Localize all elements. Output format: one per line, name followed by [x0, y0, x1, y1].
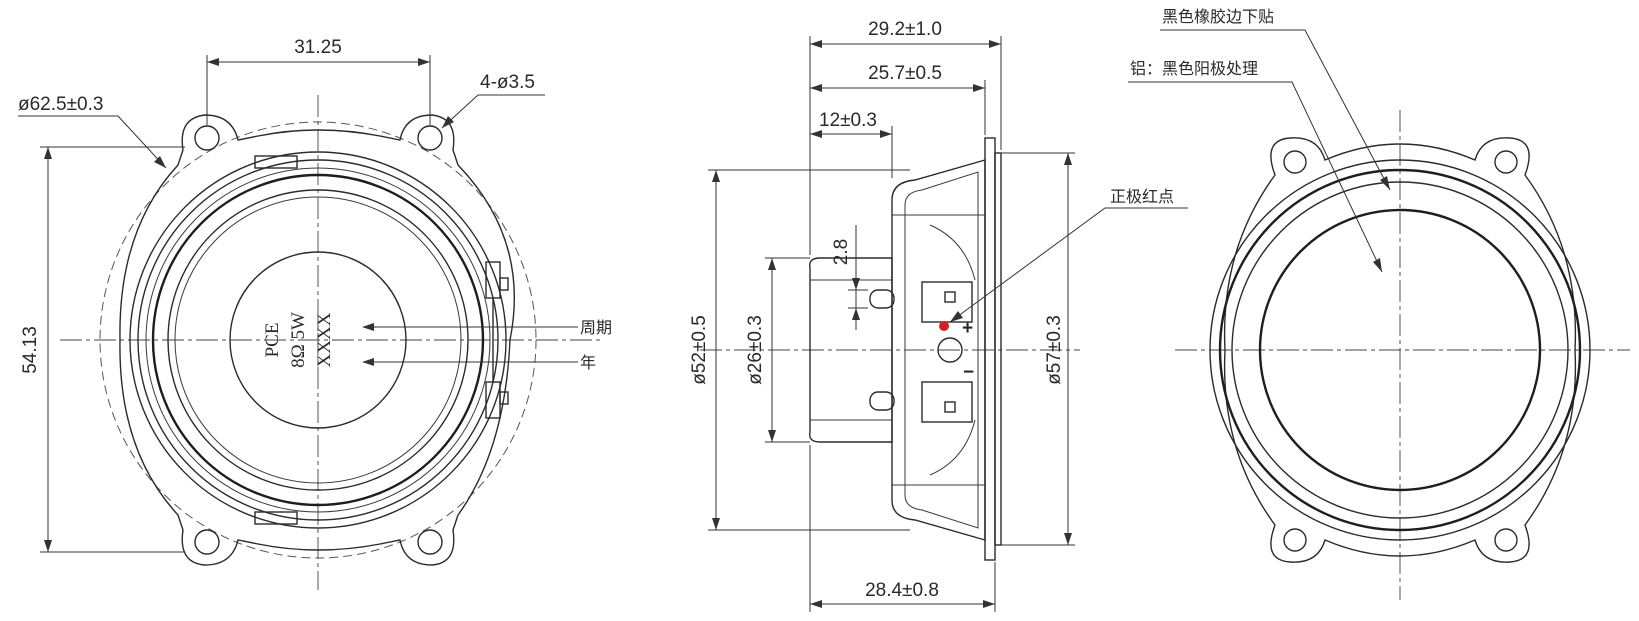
dim-hole-spacing: 31.25	[294, 37, 342, 58]
rim-tab-top	[254, 155, 298, 169]
back-ring-1	[1209, 159, 1591, 541]
rim-tab-bottom	[254, 511, 298, 525]
back-frame-flange	[1223, 137, 1577, 563]
dim-2-8-arrow-top	[852, 278, 860, 290]
basket-window-bottom	[929, 419, 976, 476]
dim-28-arrow-right	[983, 600, 995, 608]
back-hole-bottom-right	[1494, 528, 1518, 552]
terminal-slot-bottom	[944, 401, 956, 413]
mount-hole-top-right	[417, 125, 443, 151]
terminal-lug-bottom	[869, 391, 895, 411]
marking-rating: 8Ω 5W	[288, 312, 309, 368]
dim-overall-depth: 29.2±1.0	[868, 19, 942, 40]
dim-outer-diameter: ø62.5±0.3	[18, 94, 103, 115]
dim-2-8-arrow-bottom	[852, 308, 860, 320]
red-dot-leader	[949, 207, 1188, 323]
rubber-edge-arrow	[1380, 176, 1390, 190]
dim-28-arrow-left	[810, 600, 822, 608]
mount-hole-bottom-left	[194, 529, 220, 555]
dim-54-arrow-top	[44, 147, 52, 159]
dim-54-arrow-bottom	[44, 540, 52, 552]
center-marking: PCE 8Ω 5W XXXX	[262, 312, 335, 368]
dim-52-arrow-bottom	[712, 518, 720, 530]
front-terminal-bottom-tab	[499, 391, 509, 405]
dim-outer-diameter-leader	[18, 115, 167, 169]
mount-hole-bottom-right	[417, 529, 443, 555]
marking-code: XXXX	[314, 312, 335, 367]
dim-magnet-depth: 12±0.3	[819, 110, 877, 131]
label-red-dot: 正极红点	[1110, 187, 1174, 206]
red-dot	[939, 321, 949, 331]
frame-ring-1	[129, 151, 507, 529]
dim-magnet-diameter: ø26±0.3	[745, 315, 766, 385]
outer-diameter-circle	[99, 121, 537, 559]
back-ring-2	[1218, 168, 1582, 532]
dim-holes: 4-ø3.5	[480, 72, 535, 93]
year-arrow	[362, 358, 374, 366]
back-cone-edge	[1258, 208, 1542, 492]
terminal-slot-top	[944, 291, 956, 303]
back-ring-3	[1231, 181, 1569, 519]
back-hole-top-left	[1283, 150, 1307, 174]
terminal-block-bottom	[921, 381, 973, 423]
rubber-edge-leader	[1160, 29, 1391, 191]
label-period: 周期	[580, 318, 612, 337]
terminal-lug-top	[869, 289, 895, 309]
front-flange	[984, 137, 996, 561]
terminal-minus: −	[963, 362, 974, 383]
front-view: PCE 8Ω 5W XXXX 31.25 ø62.5±0.3 4-ø3.5 54…	[18, 37, 612, 590]
label-year: 年	[580, 353, 596, 372]
basket-window-top	[929, 224, 976, 281]
dim-31-arrow-left	[207, 58, 219, 66]
basket-inner	[904, 171, 979, 529]
dim-52-arrow-top	[712, 170, 720, 182]
dim-holes-leader	[441, 94, 545, 129]
dim-26-arrow-bottom	[768, 430, 776, 442]
cone-edge	[174, 196, 462, 484]
front-terminal-top-tab	[499, 277, 509, 291]
dim-29-arrow-right	[989, 40, 1001, 48]
dim-outer-diameter-arrow	[154, 156, 166, 168]
dim-holes-arrow	[442, 116, 454, 128]
back-view: 黑色橡胶边下贴 铝：黑色阳极处理	[1128, 7, 1630, 600]
aluminum-leader	[1128, 81, 1383, 273]
dim-29-arrow-left	[810, 40, 822, 48]
marking-brand: PCE	[262, 323, 283, 358]
dim-bottom-depth: 28.4±0.8	[865, 580, 939, 601]
back-hole-top-right	[1494, 150, 1518, 174]
frame-ring-2	[137, 159, 499, 521]
dim-25-arrow-right	[973, 84, 985, 92]
period-arrow	[362, 323, 374, 331]
dim-25-arrow-left	[810, 84, 822, 92]
dim-26-arrow-top	[768, 258, 776, 270]
back-hole-bottom-left	[1283, 528, 1307, 552]
front-gasket	[994, 152, 1002, 546]
frame-ring-3	[145, 167, 491, 513]
dim-57-arrow-bottom	[1064, 533, 1072, 545]
label-aluminum: 铝：黑色阳极处理	[1130, 59, 1258, 78]
label-rubber-edge: 黑色橡胶边下贴	[1162, 7, 1274, 26]
surround-inner	[167, 189, 469, 491]
dim-depth-2: 25.7±0.5	[868, 63, 942, 84]
terminal-center-boss	[937, 337, 963, 363]
dust-cap-ring	[229, 251, 407, 429]
mount-hole-top-left	[194, 125, 220, 151]
red-dot-arrow	[950, 311, 963, 322]
dim-57-arrow-top	[1064, 153, 1072, 165]
side-view: + − 正极红点 29.2±1.0 25.7±0.5 12±0.3 2.8	[689, 19, 1188, 612]
dim-frame-diameter: ø52±0.5	[689, 315, 710, 385]
aluminum-arrow	[1373, 258, 1382, 272]
dim-height: 54.13	[20, 326, 41, 374]
front-frame-flange	[119, 114, 516, 566]
dim-small: 2.8	[831, 239, 852, 265]
dim-12-arrow-right	[880, 130, 892, 138]
dim-31-arrow-right	[418, 58, 430, 66]
surround-outer	[151, 173, 485, 507]
dim-front-diameter: ø57±0.3	[1044, 315, 1065, 385]
terminal-plus: +	[962, 318, 973, 339]
dim-12-arrow-left	[810, 130, 822, 138]
